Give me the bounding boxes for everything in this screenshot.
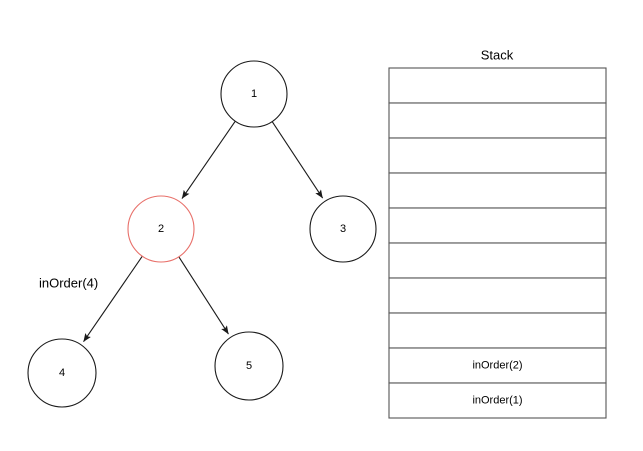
node-label: 5 <box>246 360 252 372</box>
tree-edge-n2-to-n5 <box>178 256 229 335</box>
node-label: 2 <box>158 223 164 235</box>
tree-node-4[interactable]: 4 <box>27 338 97 408</box>
stack-frame-empty[interactable] <box>388 102 607 139</box>
stack-frame-filled[interactable]: inOrder(1) <box>388 382 607 419</box>
node-circle <box>309 195 377 263</box>
node-circle <box>220 60 288 128</box>
stack-frame-cell <box>388 102 607 139</box>
stack-frame-filled[interactable]: inOrder(2) <box>388 347 607 384</box>
node-circle <box>214 331 284 401</box>
stack-frame-cell <box>388 312 607 349</box>
node-label: 4 <box>59 367 65 379</box>
stack-frame-cell <box>388 207 607 244</box>
tree-node-2[interactable]: 2 <box>127 195 195 263</box>
node-circle <box>27 338 97 408</box>
stack-frame-empty[interactable] <box>388 172 607 209</box>
call-stack: inOrder(2) inOrder(1) <box>388 67 607 419</box>
stack-frame-cell <box>388 172 607 209</box>
stack-frame-empty[interactable] <box>388 312 607 349</box>
node-label: 1 <box>251 88 257 100</box>
stack-frame-cell <box>388 67 607 104</box>
stack-frame-empty[interactable] <box>388 207 607 244</box>
stack-frame-label: inOrder(2) <box>472 360 522 372</box>
tree-edge-n1-to-n3 <box>271 121 324 199</box>
stack-frame-cell <box>388 347 607 384</box>
stack-frame-empty[interactable] <box>388 67 607 104</box>
stack-frame-cell <box>388 382 607 419</box>
tree-node-1[interactable]: 1 <box>220 60 288 128</box>
tree-nodes: 1 2 3 4 5 <box>27 60 377 408</box>
stack-frame-label: inOrder(1) <box>472 395 522 407</box>
node-label: 3 <box>340 223 346 235</box>
annotation-label: inOrder(4) <box>39 276 98 291</box>
stack-frame-cell <box>388 242 607 279</box>
stack-title: Stack <box>481 48 514 63</box>
tree-node-5[interactable]: 5 <box>214 331 284 401</box>
node-circle-highlighted <box>127 195 195 263</box>
tree-edges <box>83 120 324 342</box>
stack-frame-empty[interactable] <box>388 277 607 314</box>
stack-frame-empty[interactable] <box>388 137 607 174</box>
stack-frame-cell <box>388 277 607 314</box>
tree-node-3[interactable]: 3 <box>309 195 377 263</box>
tree-annotations: inOrder(4) <box>39 276 98 291</box>
tree-edge-n2-to-n4 <box>83 255 143 342</box>
stack-frame-cell <box>388 137 607 174</box>
tree-edge-n1-to-n2 <box>181 120 236 199</box>
stack-frame-empty[interactable] <box>388 242 607 279</box>
